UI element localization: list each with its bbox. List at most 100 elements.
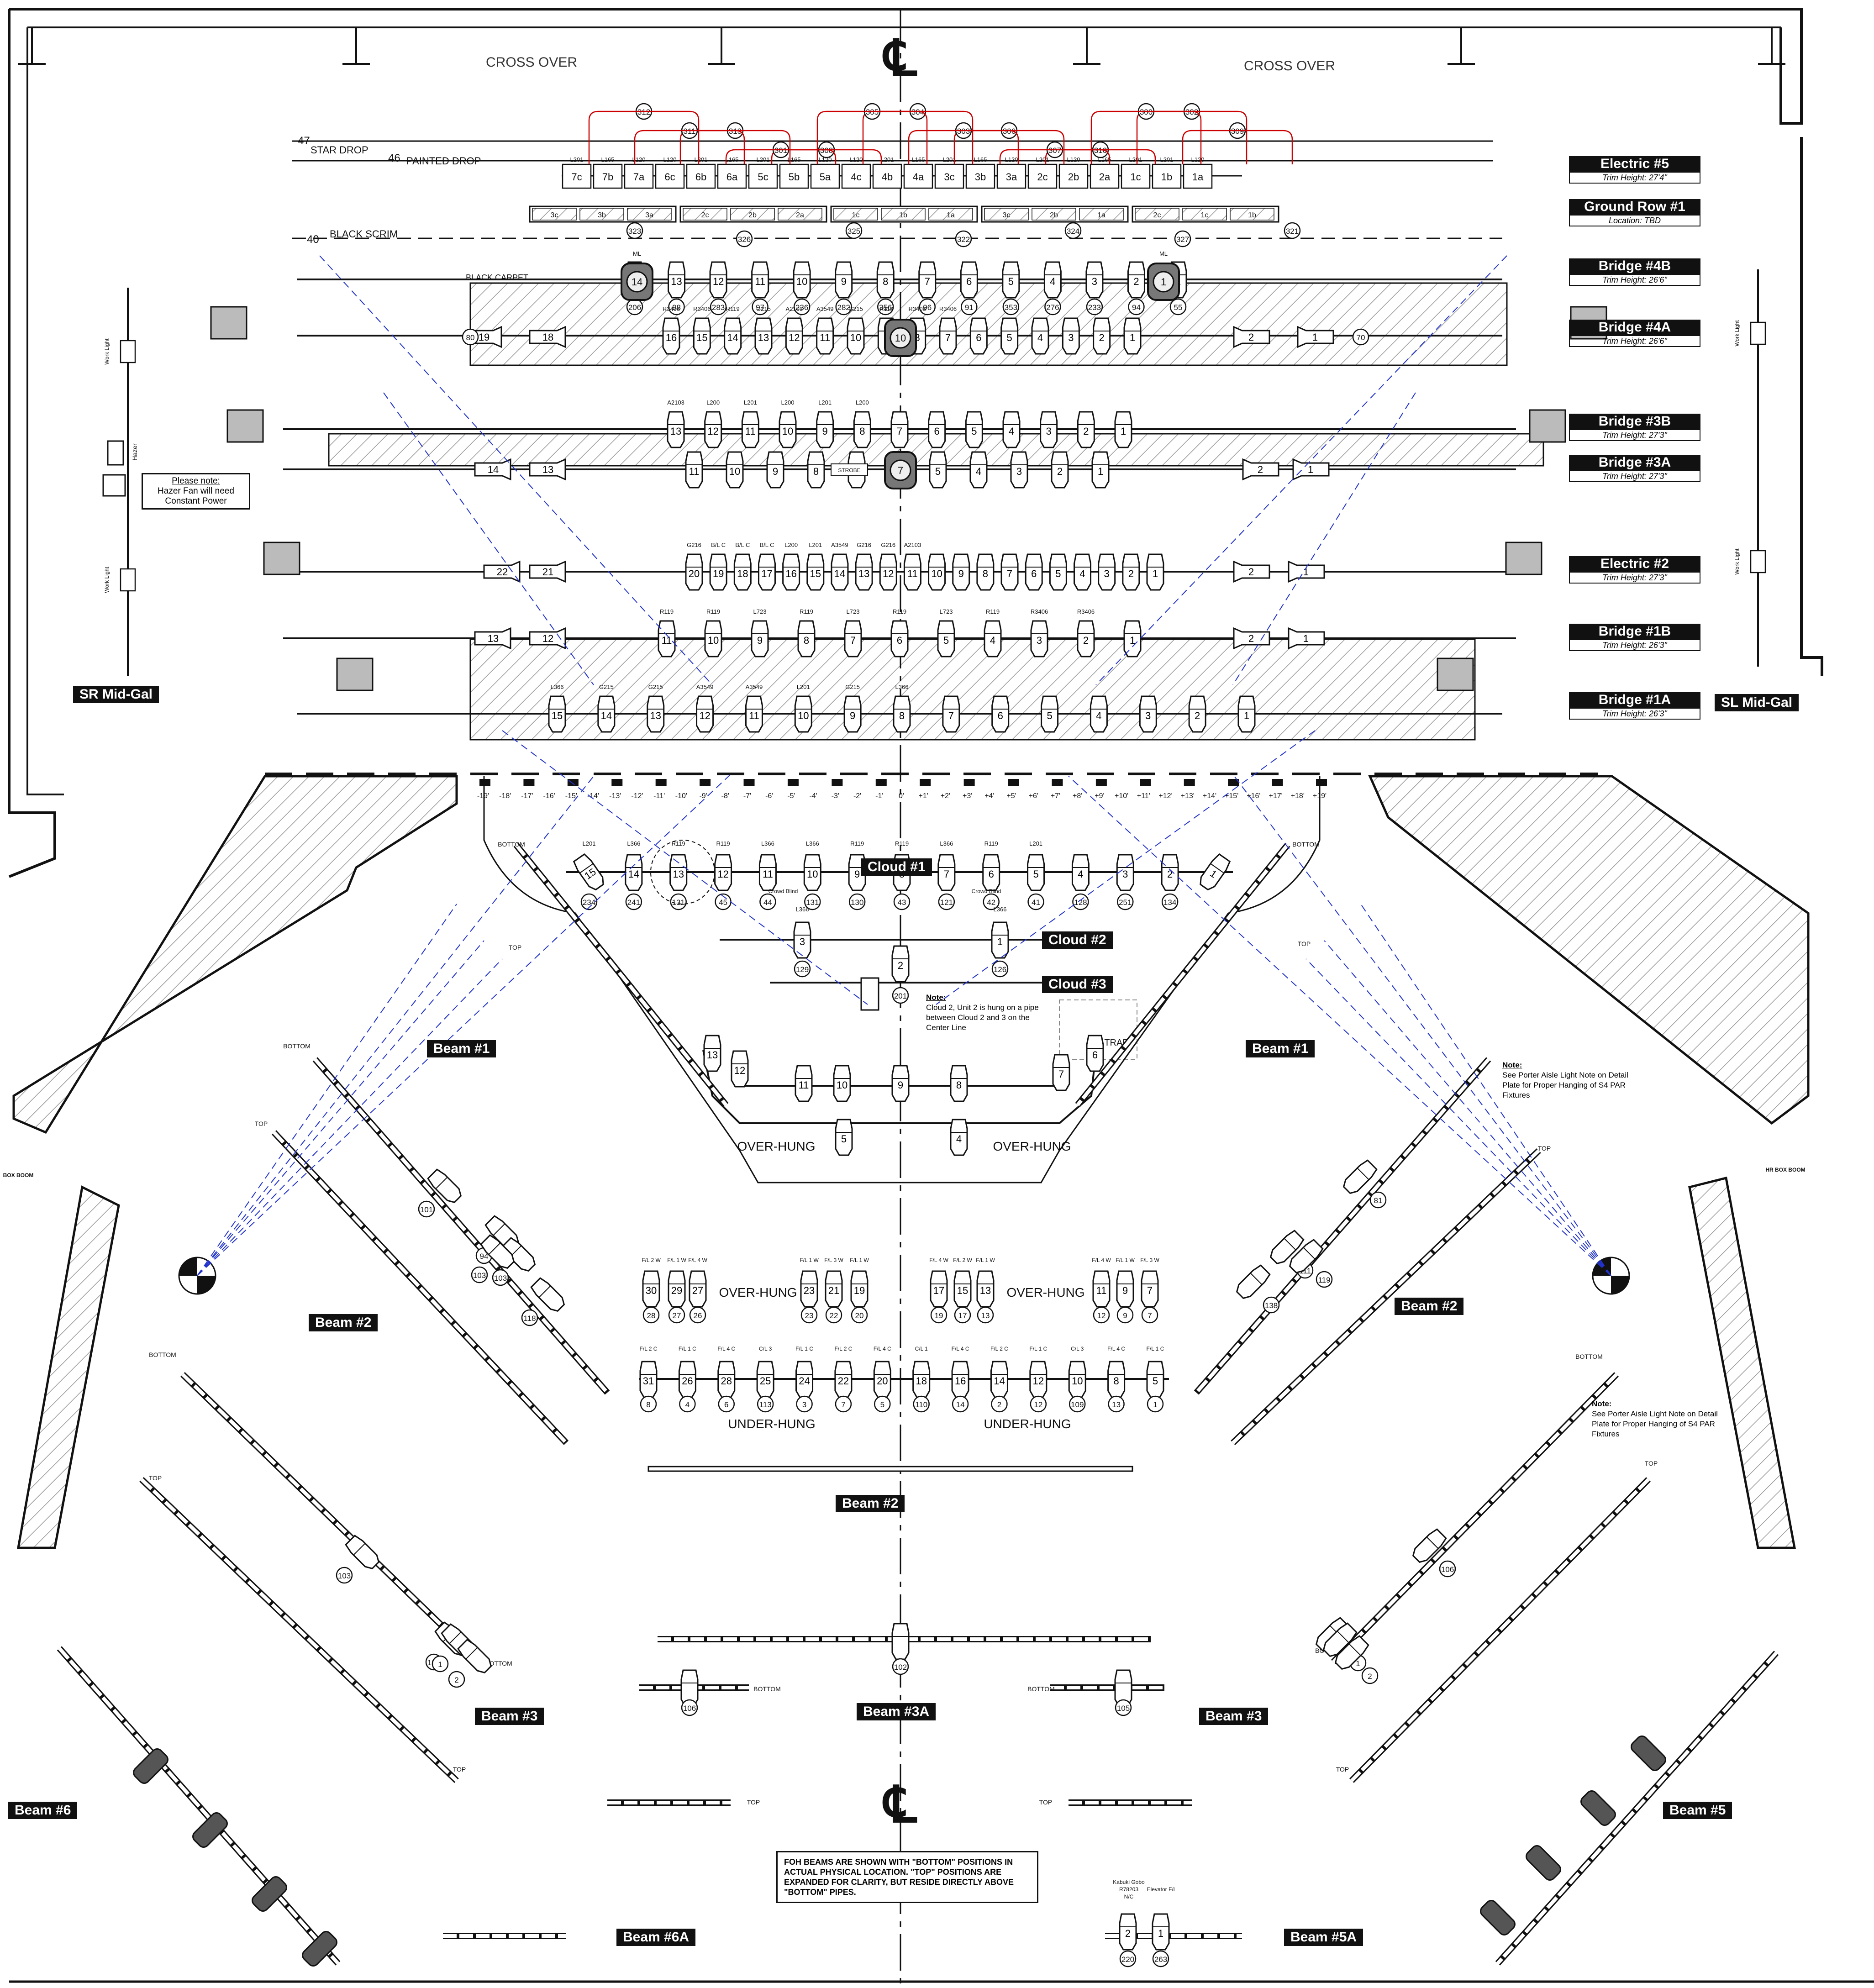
underhung-circuit-1 — [679, 1395, 696, 1413]
electric2-unit-7: 7 — [1000, 553, 1019, 591]
bridge4b-circuit-11 — [1086, 298, 1103, 316]
overhung-upper-label-left: OVER-HUNG — [737, 1139, 815, 1153]
beam-pos-label-15: BOTTOM — [1027, 1685, 1055, 1693]
position-trim: Trim Height: 27'3" — [1569, 429, 1700, 441]
electric2-unit-15-number: 15 — [810, 568, 821, 579]
e5-cell-5b — [779, 163, 809, 189]
bridge1b-side-1-number: 1 — [1303, 633, 1309, 644]
cloud1-circuit-8 — [938, 893, 955, 910]
bridge3b-unit-4-body — [1002, 411, 1021, 448]
ruler-tick-22: +3' — [963, 792, 972, 800]
bridge4b-unit-6: 6 — [960, 261, 978, 299]
e5-circuit-305-text: 305 — [866, 108, 879, 116]
bridge3b-unit-13-number: 13 — [670, 426, 681, 437]
e5-circuit-309-text: 309 — [1231, 127, 1244, 136]
cloud1-unit-7-body — [937, 854, 956, 891]
electric2-unit-20-body — [685, 553, 703, 591]
overhung-lower-unit-19-number: 19 — [854, 1285, 865, 1296]
beam3-right-unit-3-yoke — [1348, 1643, 1361, 1656]
bridge4a-unit-14-number: 14 — [727, 332, 738, 343]
electric2-unit-2-body — [1122, 553, 1140, 591]
cloud1-unit-6: 6 — [982, 854, 1000, 891]
bridge1b-unit-11-number: 11 — [662, 635, 672, 646]
bridge3b-unit-7-body — [890, 411, 909, 448]
e5-cell-label-3c: 3c — [944, 171, 954, 183]
cloud1-circuit-4-text: 44 — [763, 898, 772, 907]
beam-pos-label-11: TOP — [1645, 1460, 1658, 1467]
bridge4a-unit-2-number: 2 — [1099, 332, 1105, 343]
sightline-right-3 — [1305, 958, 1611, 1276]
bridge3b-unit-1-body — [1114, 411, 1132, 448]
bridge4a-unit-10-body — [847, 317, 865, 355]
cloud1-unit-4-number: 4 — [1078, 868, 1083, 880]
bridge4a-color-4: A2103 — [786, 305, 803, 312]
spot-target-left-q1 — [197, 1276, 216, 1294]
bridge4b-unit-2: 2 — [1127, 261, 1145, 299]
beam2-right-circuit-3-text: 119 — [1318, 1276, 1330, 1284]
e5-cell-label-6b: 6b — [695, 171, 706, 183]
beam3-right-unit-3-body — [1334, 1635, 1369, 1670]
bridge4b-unit-5: 5 — [1002, 261, 1020, 299]
beam1-right-label: Beam #1 — [1246, 1040, 1315, 1057]
bridge3b-unit-5-body — [965, 411, 983, 448]
underhung-circuit-6 — [874, 1395, 891, 1413]
ruler-tick-28: +9' — [1095, 792, 1104, 800]
gr-cell-label-4-1: 1c — [1201, 211, 1209, 219]
bridge1a-unit-10-number: 10 — [798, 710, 809, 721]
bridge1b-unit-6: 6 — [890, 620, 909, 657]
ruler-tick-31: +12' — [1158, 792, 1172, 800]
gr-cell-label-4-2: 1b — [1248, 211, 1256, 219]
bridge1a-color-1: G215 — [599, 684, 614, 690]
gr-cell-label-0-0: 3c — [551, 211, 558, 219]
e5-circuit-308-text: 308 — [820, 146, 833, 155]
beam2-right-unit-2 — [1269, 1230, 1305, 1265]
bridge1a-unit-15-body — [548, 695, 566, 733]
e5-cell-6b — [686, 163, 716, 189]
e5-color-19: L201 — [1160, 156, 1174, 163]
e5-color-0: L201 — [570, 156, 584, 163]
cloud1-circuit-0 — [580, 893, 598, 910]
beam-pos-label-8: BOTTOM — [1292, 841, 1320, 848]
overhung-lower-pos-3: F/L 1 W — [800, 1257, 819, 1263]
cloud1-unit-9-number: 9 — [854, 868, 860, 880]
bridge4a-side-19-number: 19 — [479, 331, 490, 343]
underhung-unit-5: 5 — [1146, 1361, 1164, 1398]
overhung-lower-unit-27-number: 27 — [692, 1285, 703, 1296]
bridge4b-circuit-9-text: 353 — [1005, 303, 1017, 312]
electric2-unit-3: 3 — [1098, 553, 1116, 591]
e5-cable-311 — [634, 130, 745, 164]
painted-drop-num: 46 — [388, 152, 400, 164]
cloud2-label: Cloud #2 — [1042, 931, 1113, 949]
overhung-upper-unit-5-number: 5 — [841, 1133, 847, 1145]
bridge3a-unit-2: 2 — [1051, 451, 1069, 489]
bridge1b-unit-10-body — [704, 620, 722, 657]
box-boom-left-label: BOX BOOM — [3, 1172, 34, 1178]
ruler-block-18 — [875, 779, 887, 786]
overhung-lower-circuit-11-text: 7 — [1148, 1311, 1152, 1320]
bridge1a-color-7: L366 — [895, 684, 909, 690]
ruler-tick-18: -1' — [875, 792, 883, 800]
electric2-unit-13: 13 — [855, 553, 873, 591]
overhung-upper-unit-7: 7 — [1052, 1054, 1070, 1091]
e5-color-1: L165 — [601, 156, 615, 163]
e5-circuit-310-text: 310 — [1094, 146, 1107, 155]
bridge3b-unit-1: 1 — [1114, 411, 1132, 448]
porter-note-upper-body: See Porter Aisle Light Note on Detail Pl… — [1502, 1071, 1628, 1099]
beam3-left-unit-3 — [457, 1639, 492, 1674]
electric2-unit-19: 19 — [709, 553, 727, 591]
side-light-box-0 — [210, 306, 247, 340]
beam5a-circuit-263-text: 263 — [1154, 1955, 1167, 1964]
side-light-box-3 — [336, 657, 374, 691]
bridge1a-unit-4: 4 — [1090, 695, 1108, 733]
electric2-unit-13-number: 13 — [858, 568, 869, 579]
porter-note-lower-body: See Porter Aisle Light Note on Detail Pl… — [1592, 1409, 1718, 1438]
beam3-left-unit-0-yoke — [353, 1543, 366, 1556]
cloud1-unit-highlight — [650, 840, 715, 905]
electric2-unit-8: 8 — [976, 553, 995, 591]
bridge1b-unit-11-body — [658, 620, 676, 657]
overhung-lower-pos-4: F/L 3 W — [824, 1257, 843, 1263]
overhung-upper-unit-13-number: 13 — [707, 1049, 718, 1061]
bridge3b-unit-11-body — [741, 411, 759, 448]
beam2-right-unit-1-yoke — [1250, 1273, 1263, 1285]
